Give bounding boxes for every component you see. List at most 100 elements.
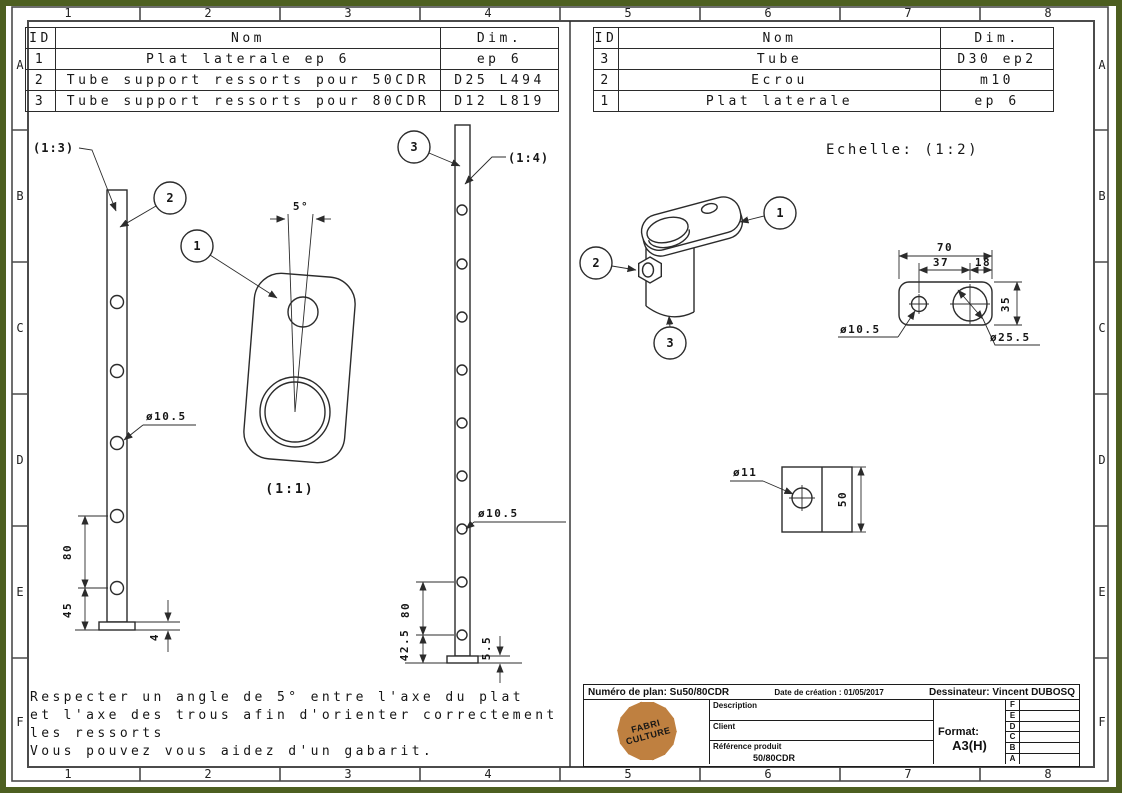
- parts-table-right: ID Nom Dim. 3 Tube D30 ep2 2 Ecrou m10 1…: [593, 27, 1054, 112]
- zone-col-5-top: 5: [624, 6, 632, 20]
- big-hole-label: ø25.5: [990, 331, 1031, 344]
- table-row: 1 Plat laterale ep 6: [593, 90, 1054, 112]
- cell-id: 1: [25, 48, 56, 70]
- creation-date: Date de création : 01/05/2017: [774, 687, 884, 697]
- revision-letter: C: [1006, 732, 1019, 744]
- table-row: 2 Ecrou m10: [593, 69, 1054, 91]
- zone-row-d-right: D: [1098, 453, 1106, 467]
- balloon-3: 3: [410, 140, 417, 154]
- assembly-balloon-2: 2: [592, 256, 599, 270]
- dim-4-left: 4: [148, 633, 161, 641]
- revision-cells: [1020, 700, 1079, 764]
- cell-nom: Plat laterale: [618, 90, 941, 112]
- zone-col-3-bottom: 3: [344, 767, 352, 781]
- zone-col-7-bottom: 7: [904, 767, 912, 781]
- scale-label-1-3: (1:3): [33, 141, 74, 155]
- left-tube-view: (1:3) 2 1 ø10.5 80 45 4: [33, 141, 278, 652]
- plate-detail-view: 5° (1:1): [243, 200, 356, 497]
- cell-id: 2: [593, 69, 619, 91]
- cell-nom: Ecrou: [618, 69, 941, 91]
- revision-cell: [1020, 732, 1079, 744]
- right-tube-view: 3 (1:4) ø10.5 80 42.5 5.5: [397, 124, 566, 683]
- small-hole-label: ø10.5: [840, 323, 881, 336]
- cell-nom: Plat laterale ep 6: [55, 48, 441, 70]
- revision-letter: F: [1006, 700, 1019, 711]
- zone-col-2-bottom: 2: [204, 767, 212, 781]
- angle-5deg-label: 5°: [293, 200, 309, 213]
- header-nom: Nom: [55, 27, 441, 49]
- table-row: 3 Tube D30 ep2: [593, 48, 1054, 70]
- zone-col-4-top: 4: [484, 6, 492, 20]
- scale-label-1-1: (1:1): [265, 482, 314, 497]
- dim-70: 70: [937, 241, 953, 254]
- header-dim: Dim.: [940, 27, 1054, 49]
- zone-row-d-left: D: [16, 453, 24, 467]
- base-plate-view: ø11 50: [730, 466, 866, 533]
- cell-dim: ep 6: [940, 90, 1054, 112]
- cell-dim: D12 L819: [440, 90, 559, 112]
- client-field: Client: [710, 721, 933, 741]
- dim-45-left: 45: [61, 602, 74, 618]
- revision-cell: [1020, 722, 1079, 733]
- zone-col-5-bottom: 5: [624, 767, 632, 781]
- zone-row-a-left: A: [16, 58, 24, 72]
- zone-row-e-left: E: [16, 585, 24, 599]
- header-id: ID: [25, 27, 56, 49]
- client-label: Client: [713, 721, 736, 731]
- dim-80-right: 80: [399, 602, 412, 618]
- note-line: et l'axe des trous afin d'orienter corre…: [30, 708, 558, 723]
- table-header-row: ID Nom Dim.: [593, 27, 1054, 49]
- dim-50: 50: [836, 491, 849, 507]
- balloon-2: 2: [166, 191, 173, 205]
- cell-nom: Tube: [618, 48, 941, 70]
- note-line: Vous pouvez vous aidez d'un gabarit.: [30, 744, 435, 759]
- hole-11-label: ø11: [733, 466, 757, 479]
- cell-dim: D30 ep2: [940, 48, 1054, 70]
- balloon-1: 1: [193, 239, 200, 253]
- revision-letter: A: [1009, 754, 1016, 764]
- hole-diameter-label-right: ø10.5: [478, 507, 519, 520]
- description-label: Description: [713, 701, 758, 710]
- zone-col-6-bottom: 6: [764, 767, 772, 781]
- table-row: 1 Plat laterale ep 6 ep 6: [25, 48, 559, 70]
- cell-id: 3: [25, 90, 56, 112]
- parts-table-left: ID Nom Dim. 1 Plat laterale ep 6 ep 6 2 …: [25, 27, 559, 112]
- zone-row-f-right: F: [1098, 715, 1106, 729]
- revision-cell: [1020, 711, 1079, 722]
- assembly-isometric-view: Echelle: (1:2) 1 2 3: [579, 142, 979, 360]
- cell-id: 3: [593, 48, 619, 70]
- zone-col-6-top: 6: [764, 6, 772, 20]
- echelle-title: Echelle: (1:2): [826, 142, 979, 158]
- revision-cell: [1020, 754, 1079, 764]
- cell-nom: Tube support ressorts pour 50CDR: [55, 69, 441, 91]
- zone-row-f-left: F: [16, 715, 24, 729]
- revision-cell: [1020, 700, 1079, 711]
- company-logo-cell: FABRI CULTURE: [584, 700, 710, 764]
- format-label: Format:: [938, 726, 979, 738]
- assembly-balloon-3: 3: [666, 336, 673, 350]
- reference-value: 50/80CDR: [753, 753, 796, 763]
- table-row: 3 Tube support ressorts pour 80CDR D12 L…: [25, 90, 559, 112]
- designer-name: Dessinateur: Vincent DUBOSQ: [929, 686, 1075, 698]
- reference-field: Référence produit 50/80CDR: [710, 741, 933, 764]
- cell-dim: m10: [940, 69, 1054, 91]
- hole-diameter-label-left: ø10.5: [146, 410, 187, 423]
- zone-col-3-top: 3: [344, 6, 352, 20]
- dim-80-left: 80: [61, 544, 74, 560]
- zone-row-e-right: E: [1098, 585, 1106, 599]
- cell-id: 2: [25, 69, 56, 91]
- plate-top-view: 70 37 18 35 ø10.5 ø25.5: [838, 241, 1040, 346]
- dim-18: 18: [975, 256, 991, 269]
- revision-letter: B: [1006, 743, 1019, 755]
- zone-col-7-top: 7: [904, 6, 912, 20]
- scale-label-1-4: (1:4): [508, 151, 549, 165]
- table-row: 2 Tube support ressorts pour 50CDR D25 L…: [25, 69, 559, 91]
- fabriculture-logo: FABRI CULTURE: [617, 701, 677, 761]
- dim-37: 37: [933, 256, 949, 269]
- title-block: Numéro de plan: Su50/80CDR Date de créat…: [583, 684, 1080, 767]
- note-line: les ressorts: [30, 726, 165, 741]
- title-block-header: Numéro de plan: Su50/80CDR Date de créat…: [584, 685, 1079, 700]
- sheet-frame: [11, 6, 1109, 782]
